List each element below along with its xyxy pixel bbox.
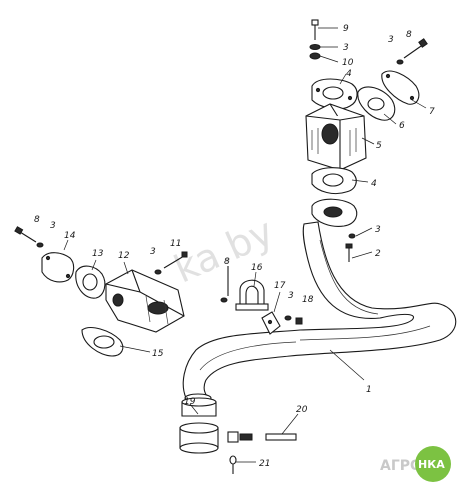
callout-8: 8: [406, 30, 412, 40]
callout-1: 1: [366, 385, 372, 395]
callout-3: 3: [288, 291, 294, 301]
callout-10: 10: [342, 58, 354, 68]
callout-7: 7: [429, 107, 435, 117]
callout-21: 21: [259, 459, 270, 469]
callout-15: 15: [152, 349, 164, 359]
agronka-logo: АГРО НКА: [380, 446, 451, 482]
callout-8: 8: [34, 215, 40, 225]
gasket-part-15: [81, 327, 124, 357]
callout-11: 11: [170, 239, 181, 249]
logo-text-circle: НКА: [418, 458, 445, 471]
sleeve-part-19: [179, 397, 219, 454]
callout-6: 6: [399, 121, 405, 131]
pipe-flange: [311, 198, 358, 227]
callout-5: 5: [376, 141, 382, 151]
callout-3: 3: [50, 221, 56, 231]
bolt-part-8-left: [14, 226, 44, 248]
callout-12: 12: [118, 251, 130, 261]
callout-9: 9: [343, 24, 349, 34]
bolt-part-8-middle: [220, 266, 229, 303]
gasket-part-4-lower: [311, 167, 357, 195]
logo-circle: [415, 446, 451, 482]
callout-2: 2: [375, 249, 381, 259]
logo-text-left: АГРО: [380, 458, 422, 474]
bolt-part-21: [229, 455, 237, 474]
callout-3: 3: [150, 247, 156, 257]
callout-8: 8: [224, 257, 230, 267]
callout-4: 4: [371, 179, 377, 189]
callout-19: 19: [184, 397, 196, 407]
callout-20: 20: [296, 405, 308, 415]
strap-part-17: [261, 311, 281, 335]
cover-part-7: [381, 70, 420, 105]
leader-lines: [63, 27, 427, 463]
clamp-part-20: [227, 431, 297, 443]
bolt-part-11: [154, 251, 188, 275]
callout-4: 4: [346, 69, 352, 79]
bolt-part-9: [309, 19, 321, 60]
watermark-text: ka.by: [168, 209, 280, 291]
clamp-part-16: [235, 279, 269, 311]
callout-17: 17: [274, 281, 286, 291]
manifold-part-12: [105, 269, 185, 333]
callout-numbers: 9 3 10 4 3 8 7 6 5 4 3 2 1 8 3 14 13 12 …: [34, 24, 435, 469]
callout-13: 13: [92, 249, 104, 259]
gasket-part-13: [75, 265, 106, 299]
cover-part-14: [41, 252, 75, 283]
callout-3: 3: [388, 35, 394, 45]
callout-14: 14: [64, 231, 76, 241]
flange-part-5: [305, 103, 367, 171]
callout-3: 3: [375, 225, 381, 235]
bolt-part-8-upper: [396, 38, 428, 65]
callout-16: 16: [251, 263, 263, 273]
bolt-part-2: [345, 233, 356, 262]
gasket-part-6: [357, 86, 396, 121]
gasket-part-4-upper: [311, 78, 358, 110]
callout-18: 18: [302, 295, 314, 305]
callout-3: 3: [343, 43, 349, 53]
nut-part-18: [284, 315, 303, 325]
